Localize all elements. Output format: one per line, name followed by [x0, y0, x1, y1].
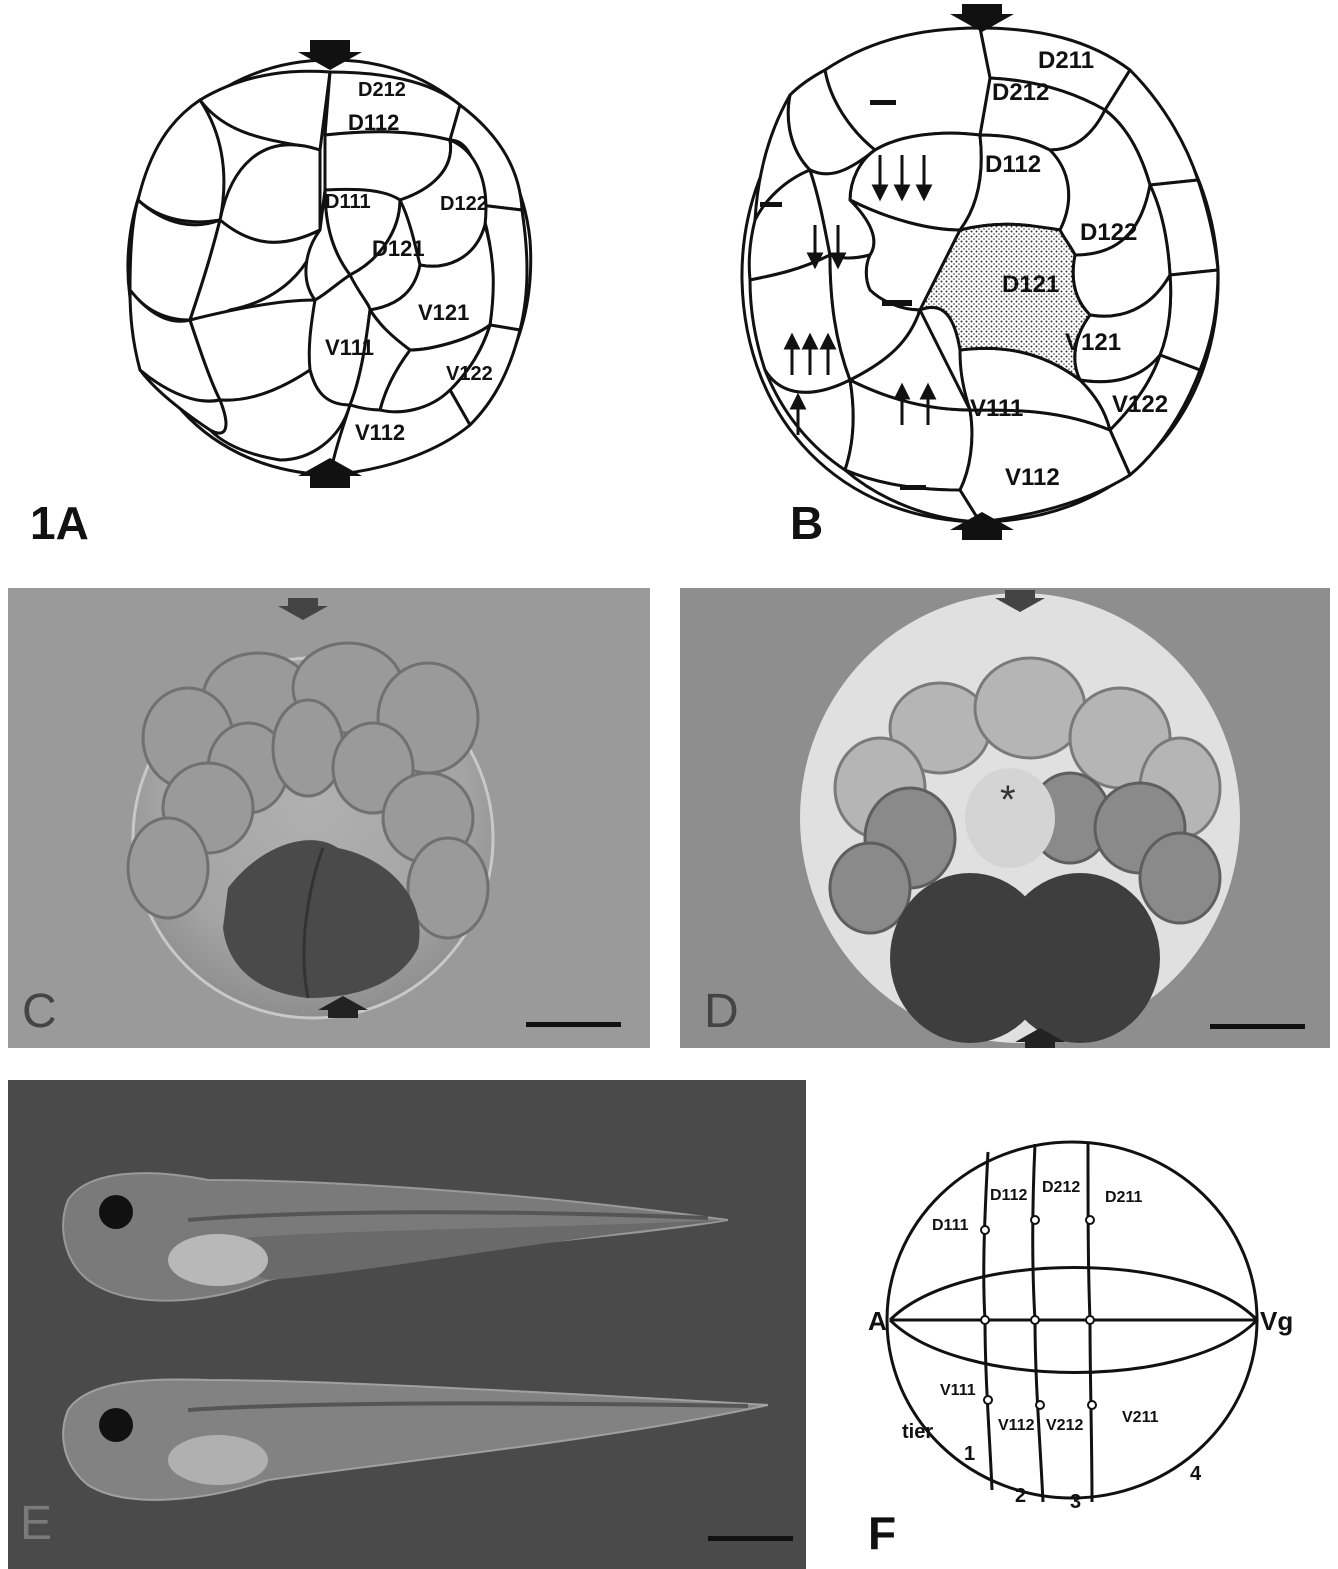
panel-e-tadpoles — [8, 1080, 806, 1569]
panel-label-1a: 1A — [30, 500, 89, 546]
tadpole — [63, 1173, 728, 1301]
top-arrow-icon — [278, 598, 328, 620]
minus-icon — [900, 485, 926, 490]
pole-label-animal: A — [868, 1306, 887, 1336]
cell-label: V111 — [325, 335, 374, 360]
tier-number: 4 — [1190, 1463, 1202, 1485]
cell-label: D122 — [1080, 219, 1137, 246]
cell-label: D111 — [932, 1217, 969, 1234]
cell-label: D121 — [372, 236, 425, 261]
cell-label: V122 — [446, 363, 493, 385]
cell-label: D211 — [1038, 47, 1094, 74]
minus-icon — [760, 202, 782, 207]
cell-label: D122 — [440, 193, 488, 215]
cell-label: D212 — [358, 79, 406, 101]
cell-label: V122 — [1112, 391, 1168, 418]
panel-label-c: C — [22, 988, 57, 1036]
panel-1a: D212 D112 D111 D122 D121 V121 V111 V122 … — [110, 30, 550, 490]
tier-word: tier — [902, 1421, 933, 1443]
cell-label: V212 — [1046, 1417, 1083, 1434]
cell-label: V111 — [970, 395, 1023, 422]
minus-icon — [882, 300, 912, 306]
tier-number: 2 — [1015, 1485, 1026, 1507]
cell-label: D112 — [348, 110, 399, 135]
cell-label: V121 — [418, 300, 469, 325]
cell-label: D211 — [1105, 1189, 1142, 1206]
panel-d-embryo: * — [680, 588, 1330, 1048]
cell-label: D212 — [992, 79, 1049, 106]
minus-icon — [870, 100, 896, 105]
panel-b-drawing: D211 D212 D112 D122 D121 V121 V111 V122 … — [730, 0, 1230, 545]
panel-e-photo: E — [8, 1080, 806, 1569]
panel-c-embryo — [8, 588, 650, 1048]
cell-label: D121 — [1002, 271, 1059, 298]
panel-c-photo: C — [8, 588, 650, 1048]
asterisk-marker: * — [1000, 778, 1016, 822]
panel-label-f: F — [868, 1510, 896, 1556]
cell-label: D111 — [325, 191, 371, 213]
panel-label-e: E — [20, 1500, 52, 1548]
cell-label: V111 — [940, 1382, 976, 1399]
tier-number: 3 — [1070, 1491, 1081, 1513]
tadpole — [63, 1379, 768, 1499]
cell-label: V112 — [998, 1417, 1035, 1434]
scale-bar — [1210, 1024, 1305, 1029]
cell-label: D112 — [990, 1187, 1027, 1204]
cell-label: D112 — [985, 151, 1041, 178]
scale-bar — [526, 1022, 621, 1027]
panel-label-d: D — [704, 988, 739, 1036]
panel-b: D211 D212 D112 D122 D121 V121 V111 V122 … — [730, 0, 1230, 545]
cell-label: V211 — [1122, 1409, 1159, 1426]
panel-f: D111 D112 D212 D211 V111 V112 V212 V211 … — [860, 1130, 1330, 1560]
cell-label: D212 — [1042, 1179, 1080, 1196]
panel-f-diagram: D111 D112 D212 D211 V111 V112 V212 V211 … — [860, 1130, 1330, 1560]
panel-d-photo: * D — [680, 588, 1330, 1048]
cell-label: V121 — [1065, 329, 1121, 356]
cell-label: V112 — [1005, 464, 1060, 491]
panel-1a-drawing: D212 D112 D111 D122 D121 V121 V111 V122 … — [110, 30, 550, 490]
cell-label: V112 — [355, 420, 405, 445]
tier-number: 1 — [964, 1443, 975, 1465]
panel-label-b: B — [790, 500, 823, 546]
pole-label-vegetal: Vg — [1260, 1306, 1293, 1336]
scale-bar — [708, 1536, 793, 1541]
